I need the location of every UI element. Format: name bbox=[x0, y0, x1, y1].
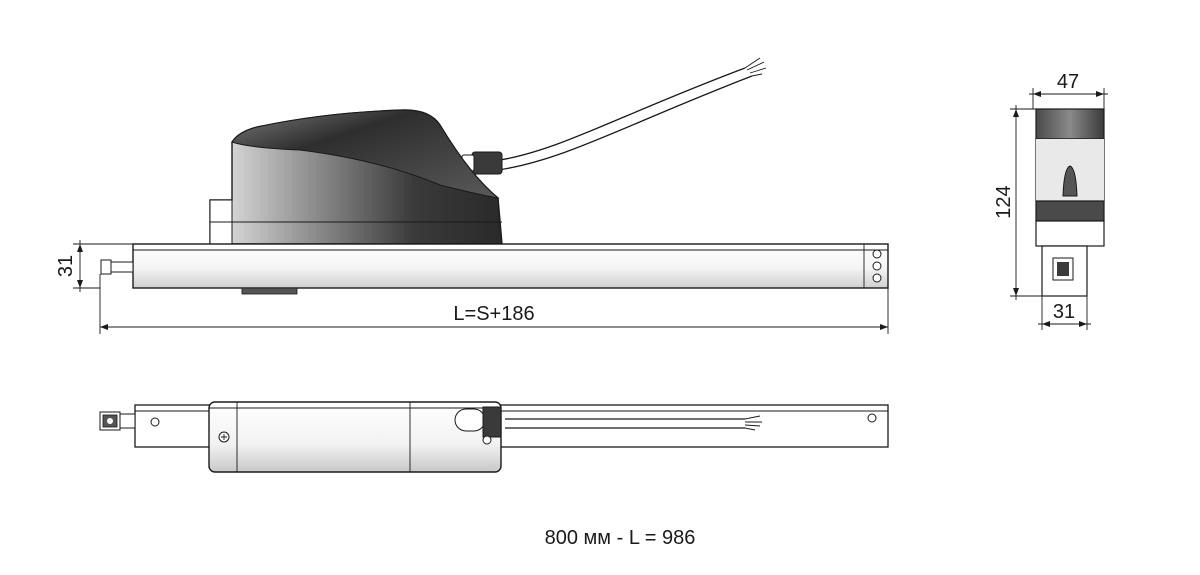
height-label: 31 bbox=[55, 255, 77, 277]
width-bottom-label: 31 bbox=[1053, 301, 1075, 323]
cable bbox=[497, 57, 767, 171]
height-end-label: 124 bbox=[993, 185, 1015, 218]
length-dimension: L=S+186 bbox=[99, 274, 889, 334]
end-profile bbox=[1041, 245, 1088, 297]
height-dimension: 31 bbox=[55, 240, 133, 292]
actuator-rail bbox=[132, 243, 889, 295]
length-label: L=S+186 bbox=[453, 303, 534, 325]
top-rod-end bbox=[99, 411, 136, 431]
end-screws bbox=[872, 249, 882, 283]
width-top-dimension: 47 bbox=[1029, 71, 1108, 109]
motor-cylinder bbox=[208, 401, 502, 473]
side-view: 31 L=S+186 bbox=[55, 57, 889, 334]
model-caption: 800 мм - L = 986 bbox=[544, 527, 696, 549]
end-view: 47 124 31 bbox=[993, 71, 1108, 330]
height-end-dimension: 124 bbox=[993, 105, 1042, 300]
end-cap bbox=[1035, 108, 1105, 247]
top-cable bbox=[505, 415, 762, 431]
top-cable-gland bbox=[454, 406, 502, 445]
motor-housing bbox=[209, 109, 503, 245]
width-bottom-dimension: 31 bbox=[1038, 296, 1091, 330]
top-view bbox=[99, 401, 889, 473]
width-top-label: 47 bbox=[1057, 71, 1079, 93]
rod-end bbox=[100, 259, 134, 275]
